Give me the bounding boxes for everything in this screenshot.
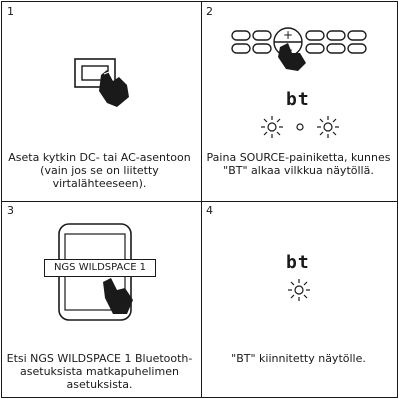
step-number: 4 — [206, 204, 213, 217]
step-panel-3: 3 NGS WILDSPACE 1 Etsi NGS WILDSPACE 1 B… — [1, 200, 198, 397]
grid-divider-vertical — [201, 2, 202, 397]
step-panel-2: 2 + − bt — [200, 1, 397, 198]
switch-press-icon — [74, 58, 129, 107]
bluetooth-icon — [288, 279, 310, 301]
device-name-label: NGS WILDSPACE 1 — [44, 259, 156, 277]
step-caption: Aseta kytkin DC- tai AC-asentoon (vain j… — [8, 151, 191, 190]
step-caption: Paina SOURCE-painiketta, kunnes "BT" alk… — [206, 151, 391, 177]
step-number: 3 — [7, 204, 14, 217]
step-panel-1: 1 Aseta kytkin DC- tai AC-asentoon (vain… — [1, 1, 198, 198]
step-number: 2 — [206, 5, 213, 18]
display-bt-text: bt — [286, 252, 310, 273]
button-panel-icon: + − — [231, 27, 367, 71]
svg-text:+: + — [283, 28, 293, 42]
grid-divider-horizontal — [2, 201, 397, 202]
step-number: 1 — [7, 5, 14, 18]
bluetooth-blink-icons — [261, 116, 339, 138]
step-caption: Etsi NGS WILDSPACE 1 Bluetooth-asetuksis… — [6, 352, 193, 391]
step-panel-4: 4 bt "BT" kiinnitetty näytölle. — [200, 200, 397, 397]
step-caption: "BT" kiinnitetty näytölle. — [231, 352, 366, 365]
display-bt-text: bt — [286, 89, 310, 110]
